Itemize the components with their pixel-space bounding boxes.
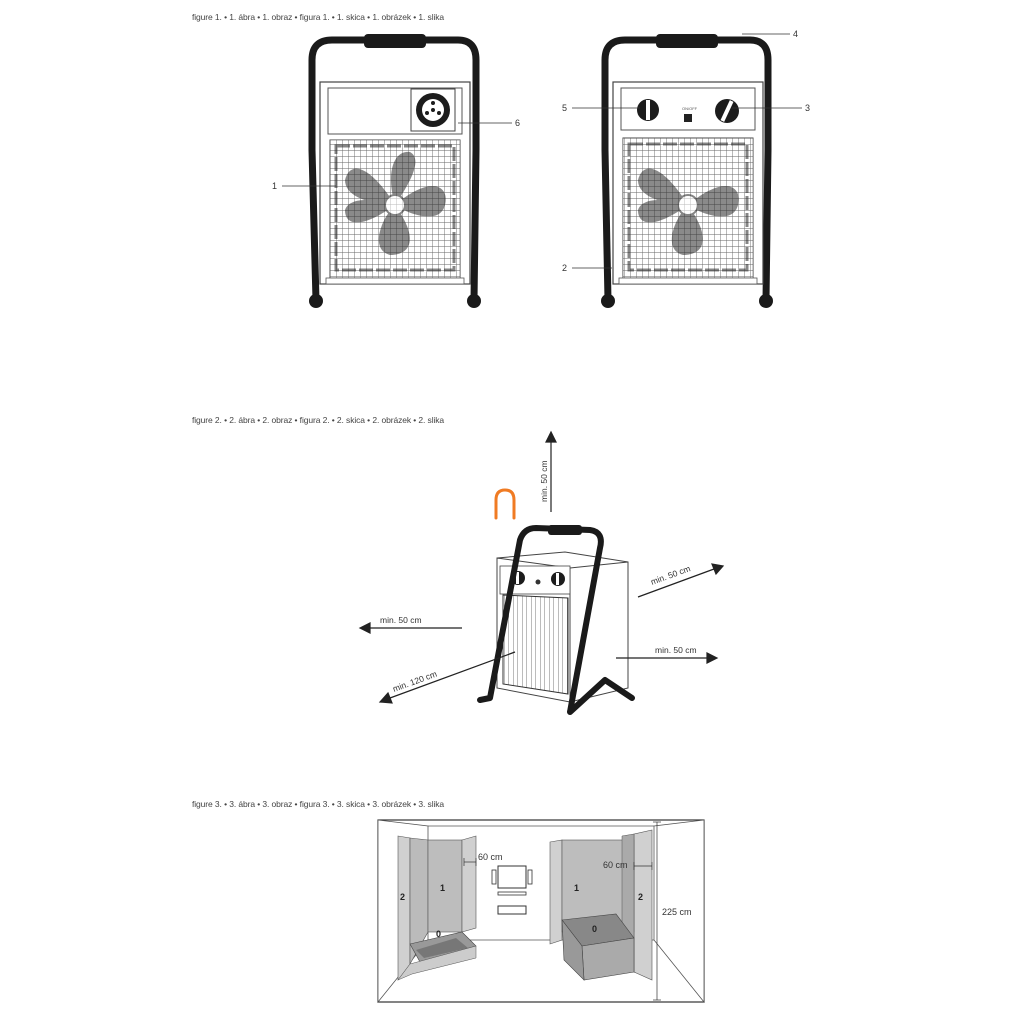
callout-1: 1 xyxy=(272,181,277,191)
zone-2-left-label: 2 xyxy=(400,892,405,902)
callout-2: 2 xyxy=(562,263,567,273)
do-not-cover-icon xyxy=(494,488,516,520)
zone-0-right-label: 0 xyxy=(592,924,597,934)
carry-handle xyxy=(364,34,426,48)
callout-6: 6 xyxy=(515,118,520,128)
callout-4: 4 xyxy=(793,29,798,39)
zone-distance-right-label: 60 cm xyxy=(603,860,628,870)
indicator-light xyxy=(684,114,692,122)
heater-front-view: ON/OFF xyxy=(601,34,773,308)
clearance-back-label: min. 50 cm xyxy=(649,563,691,587)
clearance-front-label: min. 120 cm xyxy=(391,669,438,694)
ceiling-height-label: 225 cm xyxy=(662,907,692,917)
clearance-top-label: min. 50 cm xyxy=(539,460,549,502)
figure-3-caption: figure 3. • 3. ábra • 3. obraz • figura … xyxy=(192,799,445,809)
clearance-right-label: min. 50 cm xyxy=(655,645,697,655)
zone-distance-left-label: 60 cm xyxy=(478,852,503,862)
foot-left xyxy=(309,294,323,308)
zone-1-left-label: 1 xyxy=(440,883,445,893)
bathroom-zones-diagram xyxy=(377,819,705,1004)
svg-text:ON/OFF: ON/OFF xyxy=(682,106,698,111)
carry-handle xyxy=(656,34,718,48)
callout-5: 5 xyxy=(562,103,567,113)
callout-3: 3 xyxy=(805,103,810,113)
figure-1-caption: figure 1. • 1. ábra • 1. obraz • figura … xyxy=(192,12,445,22)
figure-2-caption: figure 2. • 2. ábra • 2. obraz • figura … xyxy=(192,415,445,425)
zone-2-right-label: 2 xyxy=(638,892,643,902)
foot-right xyxy=(467,294,481,308)
heater-clearance-diagram xyxy=(477,488,635,715)
zone-0-left-label: 0 xyxy=(436,929,441,939)
zone-1-right-label: 1 xyxy=(574,883,579,893)
clearance-left-label: min. 50 cm xyxy=(380,615,422,625)
heater-rear-view xyxy=(308,34,481,308)
